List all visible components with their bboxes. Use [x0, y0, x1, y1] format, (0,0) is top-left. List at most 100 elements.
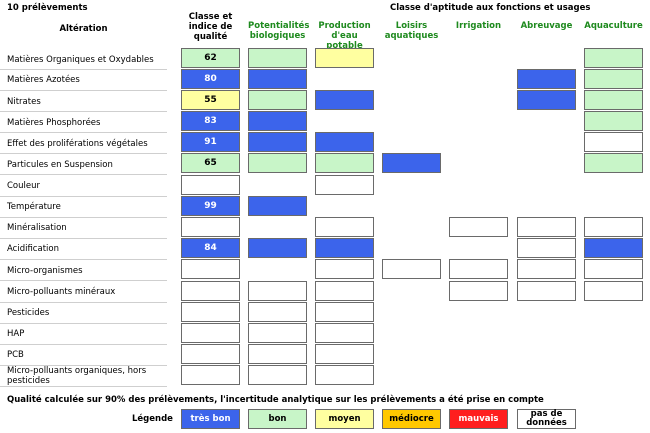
quality-cell	[181, 259, 240, 279]
row-divider	[0, 69, 167, 70]
usage-cell	[584, 281, 643, 301]
usage-cell	[584, 132, 643, 152]
row-divider	[0, 302, 167, 303]
usage-cell	[248, 281, 307, 301]
usage-cell	[248, 90, 307, 110]
usage-cell	[248, 69, 307, 89]
usage-cell	[449, 281, 508, 301]
usage-cell	[517, 90, 576, 110]
usage-cell	[315, 90, 374, 110]
footnote: Qualité calculée sur 90% des prélèvement…	[7, 395, 544, 405]
quality-cell	[181, 344, 240, 364]
row-divider	[0, 217, 167, 218]
usage-cell	[517, 217, 576, 237]
quality-cell: 62	[181, 48, 240, 68]
row-divider	[0, 365, 167, 366]
quality-cell	[181, 302, 240, 322]
usage-cell	[315, 175, 374, 195]
usage-cell	[584, 238, 643, 258]
usage-cell	[315, 323, 374, 343]
usage-cell	[315, 259, 374, 279]
usage-cell	[248, 111, 307, 131]
usage-cell	[584, 217, 643, 237]
row-label: Minéralisation	[7, 223, 67, 233]
row-divider	[0, 344, 167, 345]
usage-cell	[315, 365, 374, 385]
row-divider	[0, 153, 167, 154]
row-label: PCB	[7, 350, 24, 360]
quality-cell	[181, 175, 240, 195]
row-divider	[0, 259, 167, 260]
usage-cell	[517, 259, 576, 279]
row-label: Matières Phosphorées	[7, 118, 101, 128]
row-label: Effet des proliférations végétales	[7, 139, 148, 149]
usage-cell	[382, 153, 441, 173]
quality-cell: 91	[181, 132, 240, 152]
usage-cell	[449, 217, 508, 237]
row-label: Matières Azotées	[7, 75, 80, 85]
usage-cell	[315, 153, 374, 173]
row-divider	[0, 132, 167, 133]
row-divider	[0, 111, 167, 112]
quality-cell: 84	[181, 238, 240, 258]
row-label: Micro-polluants minéraux	[7, 287, 116, 297]
usage-cell	[584, 111, 643, 131]
legend-swatch: mauvais	[449, 409, 508, 429]
row-divider	[0, 323, 167, 324]
quality-cell: 83	[181, 111, 240, 131]
row-label: Micro-polluants organiques, hors pestici…	[7, 366, 147, 386]
row-label: Couleur	[7, 181, 40, 191]
quality-cell: 99	[181, 196, 240, 216]
row-divider	[0, 90, 167, 91]
usage-cell	[248, 323, 307, 343]
row-divider	[0, 238, 167, 239]
usage-cell	[248, 153, 307, 173]
row-label: Pesticides	[7, 308, 50, 318]
usage-header: Irrigation	[455, 21, 502, 31]
row-label: HAP	[7, 329, 25, 339]
usage-cell	[584, 48, 643, 68]
legend-swatch: pas de données	[517, 409, 576, 429]
usage-cell	[315, 238, 374, 258]
sample-count: 10 prélèvements	[7, 3, 88, 13]
usage-cell	[248, 238, 307, 258]
usage-cell	[248, 365, 307, 385]
quality-header: Classe et indice de qualité	[188, 12, 233, 42]
usage-cell	[517, 281, 576, 301]
row-divider	[0, 196, 167, 197]
usage-header: Production d'eau potable	[318, 21, 371, 51]
legend-swatch: moyen	[315, 409, 374, 429]
quality-cell: 55	[181, 90, 240, 110]
usage-cell	[248, 344, 307, 364]
usage-cell	[248, 132, 307, 152]
quality-cell: 80	[181, 69, 240, 89]
quality-cell	[181, 281, 240, 301]
legend-swatch: bon	[248, 409, 307, 429]
aptitude-header: Classe d'aptitude aux fonctions et usage…	[390, 3, 591, 13]
usage-cell	[315, 281, 374, 301]
usage-cell	[248, 302, 307, 322]
usage-cell	[315, 217, 374, 237]
row-label: Nitrates	[7, 97, 41, 107]
row-label: Matières Organiques et Oxydables	[7, 55, 154, 65]
row-divider	[0, 386, 167, 387]
usage-cell	[248, 196, 307, 216]
legend-title: Légende	[132, 414, 173, 424]
usage-cell	[315, 48, 374, 68]
quality-cell: 65	[181, 153, 240, 173]
usage-cell	[449, 259, 508, 279]
usage-cell	[584, 90, 643, 110]
row-label: Micro-organismes	[7, 266, 83, 276]
usage-cell	[248, 48, 307, 68]
usage-cell	[315, 132, 374, 152]
usage-header: Potentialités biologiques	[248, 21, 310, 41]
usage-cell	[584, 259, 643, 279]
usage-header: Aquaculture	[584, 21, 643, 31]
alteration-header: Altération	[59, 24, 108, 34]
usage-cell	[315, 344, 374, 364]
usage-cell	[315, 302, 374, 322]
row-label: Particules en Suspension	[7, 160, 113, 170]
legend-swatch: médiocre	[382, 409, 441, 429]
quality-cell	[181, 217, 240, 237]
